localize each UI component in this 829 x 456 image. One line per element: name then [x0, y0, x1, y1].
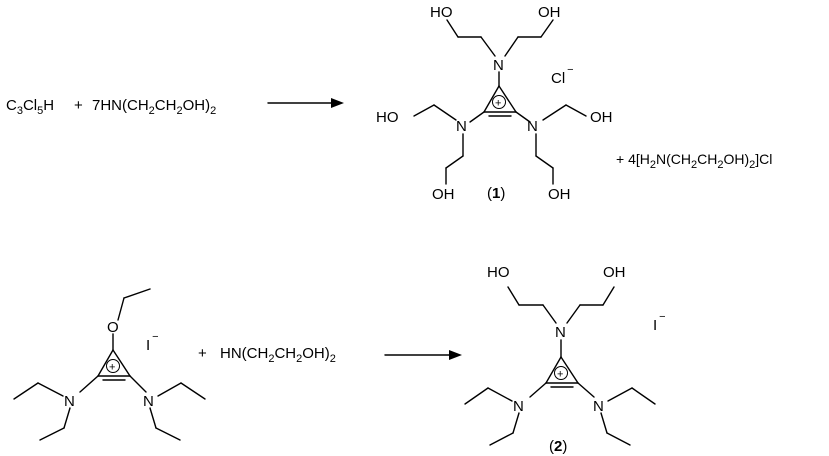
- reactant-diethanolamine: HN(CH2CH2OH)2: [220, 345, 336, 365]
- positive-charge-icon: [492, 95, 506, 109]
- reactant-counter-ion-iodide: I−: [146, 331, 159, 354]
- ring-charge: +: [109, 362, 115, 374]
- atom-n-top: N: [555, 324, 566, 341]
- atom-oh-top-right: OH: [538, 4, 561, 21]
- plus-sign: +: [198, 345, 207, 362]
- reactant-ethoxy-cyclopropenium: + O N N: [13, 288, 206, 441]
- counter-ion-chloride: Cl−: [551, 64, 574, 87]
- positive-charge-icon: [106, 359, 120, 373]
- product-2-structure: + N HO OH N N: [464, 264, 656, 446]
- atom-oh-top-right: OH: [603, 264, 626, 281]
- atom-ho-left: HO: [376, 109, 399, 126]
- reaction-arrow: [267, 98, 344, 108]
- atom-n-top: N: [493, 57, 504, 74]
- product-1-structure: + N HO OH N HO OH N: [376, 4, 613, 203]
- atom-oh-bottom-left: OH: [432, 186, 455, 203]
- reactant-diethanolamine: 7HN(CH2CH2OH)2: [92, 97, 216, 117]
- compound-label-2: (2): [549, 438, 567, 455]
- atom-ho-top-left: HO: [430, 4, 453, 21]
- atom-n-left: N: [456, 118, 467, 135]
- counter-ion-iodide: I−: [653, 311, 666, 334]
- atom-n-left: N: [64, 393, 75, 410]
- reaction-arrow: [384, 350, 462, 360]
- reaction-2: + O N N I− + HN(CH2CH2OH)2: [13, 264, 666, 455]
- atom-oh-bottom-right: OH: [548, 186, 571, 203]
- atom-n-left: N: [513, 398, 524, 415]
- atom-o-ether: O: [107, 319, 119, 336]
- plus-sign: +: [74, 97, 83, 114]
- atom-ho-top-left: HO: [487, 264, 510, 281]
- reaction-1: C3Cl5H + 7HN(CH2CH2OH)2 + N HO: [6, 4, 772, 203]
- atom-n-right: N: [527, 118, 538, 135]
- byproduct-ammonium-chloride: + 4[H2N(CH2CH2OH)2]Cl: [616, 151, 772, 171]
- compound-label-1: (1): [487, 185, 505, 202]
- positive-charge-icon: [554, 366, 568, 380]
- reactant-c3cl5h: C3Cl5H: [6, 97, 54, 117]
- atom-oh-right: OH: [590, 109, 613, 126]
- ring-charge: +: [495, 98, 501, 110]
- atom-n-right: N: [593, 398, 604, 415]
- ring-charge: +: [557, 369, 563, 381]
- atom-n-right: N: [143, 393, 154, 410]
